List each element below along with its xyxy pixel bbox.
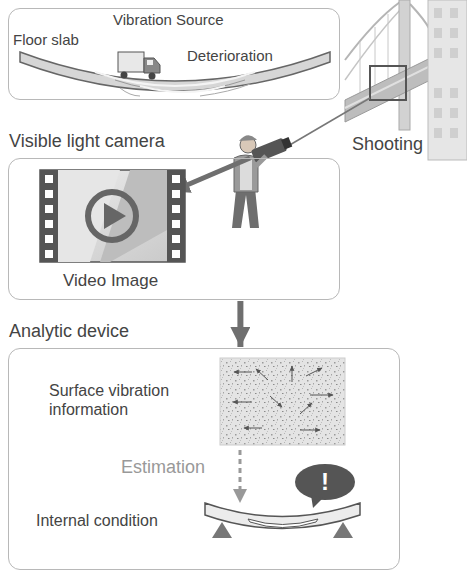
action-label: Shooting — [352, 134, 423, 156]
beam-illustration — [205, 503, 360, 529]
film-hole — [45, 190, 53, 198]
video-icon — [167, 170, 185, 262]
icon-caption: Video Image — [63, 271, 158, 291]
scene-panel: Floor slab Vibration SourceDeterioration — [8, 8, 340, 100]
film-hole — [45, 250, 53, 258]
bridge-illustration — [450, 88, 458, 98]
video-icon — [88, 192, 136, 240]
film-hole — [172, 175, 180, 183]
camera-panel: Visible light cameraVideo Image — [8, 158, 340, 300]
vibration-field — [220, 358, 345, 445]
bridge-illustration — [434, 128, 442, 138]
camera-operator — [281, 137, 292, 149]
video-icon — [104, 203, 126, 229]
bubble-tail — [311, 495, 323, 508]
bridge-illustration — [345, 2, 400, 60]
vibration-field — [220, 358, 345, 445]
step-label: Estimation — [121, 457, 205, 479]
part-label: Vibration Source — [113, 11, 224, 29]
film-hole — [172, 205, 180, 213]
floor-slab-illustration — [115, 80, 245, 91]
video-icon — [40, 170, 185, 262]
truck-icon — [147, 60, 153, 65]
bridge-illustration — [434, 48, 442, 58]
bridge-illustration — [370, 66, 406, 100]
vibration-field — [292, 366, 293, 382]
film-hole — [45, 235, 53, 243]
bridge-illustration — [450, 28, 458, 38]
alert-bubble: ! — [293, 463, 357, 509]
vibration-field — [306, 368, 322, 376]
film-hole — [172, 220, 180, 228]
camera-operator — [240, 160, 252, 190]
vibration-field — [234, 372, 252, 373]
film-hole — [172, 190, 180, 198]
vibration-field — [300, 403, 312, 414]
estimation-arrow — [239, 450, 242, 496]
floor-slab-illustration — [20, 52, 330, 96]
floor-slab-illustration — [20, 52, 330, 91]
panel-heading: Analytic device — [9, 321, 129, 343]
shooting-arrow — [180, 158, 250, 188]
step-label: Surface vibration information — [49, 381, 219, 419]
bridge-illustration — [388, 14, 389, 79]
bridge-illustration — [450, 48, 458, 58]
bridge-illustration — [410, 4, 430, 30]
truck-icon — [149, 73, 156, 80]
vibration-field — [270, 396, 282, 407]
camera-operator — [239, 135, 257, 141]
bridge-illustration — [375, 27, 376, 86]
bubble-body — [295, 464, 355, 500]
bridge-illustration — [450, 8, 458, 18]
vibration-field — [300, 430, 320, 431]
beam-illustration — [205, 503, 360, 538]
bridge-illustration — [434, 108, 442, 118]
bridge-illustration — [434, 28, 442, 38]
film-hole — [172, 235, 180, 243]
bridge-illustration — [360, 42, 361, 93]
bridge-illustration — [450, 128, 458, 138]
camera-operator — [251, 135, 293, 163]
truck-icon — [144, 58, 160, 73]
film-holes — [45, 175, 180, 258]
truck-icon — [118, 52, 160, 80]
video-icon — [40, 170, 185, 262]
floor-slab-illustration — [140, 86, 225, 92]
vibration-field — [244, 428, 262, 429]
vibration-field — [310, 395, 333, 396]
step-label: Internal condition — [36, 511, 158, 530]
beam-illustration — [248, 519, 318, 528]
truck-icon — [121, 72, 128, 79]
panel-heading: Visible light camera — [9, 131, 165, 153]
video-icon — [40, 170, 58, 262]
film-hole — [45, 175, 53, 183]
camera-operator — [232, 135, 293, 228]
bridge-illustration — [434, 8, 442, 18]
beam-illustration — [212, 522, 232, 538]
flow-arrow — [237, 301, 243, 347]
vibration-field — [233, 402, 252, 403]
bridge-illustration — [288, 0, 467, 160]
bridge-illustration — [450, 108, 458, 118]
camera-operator — [232, 188, 259, 228]
bridge-illustration — [428, 0, 467, 160]
part-label: Floor slab — [13, 31, 79, 49]
alert-mark: ! — [321, 468, 329, 497]
vibration-field — [256, 369, 268, 380]
film-hole — [45, 205, 53, 213]
beam-illustration — [333, 522, 353, 538]
film-hole — [45, 220, 53, 228]
floor-slab-illustration — [200, 84, 250, 96]
part-label: Deterioration — [187, 47, 273, 65]
film-hole — [172, 250, 180, 258]
floor-slab-illustration — [120, 88, 140, 96]
bridge-illustration — [434, 88, 442, 98]
truck-icon — [118, 52, 144, 72]
analytic-panel: Analytic deviceSurface vibration informa… — [8, 348, 400, 570]
